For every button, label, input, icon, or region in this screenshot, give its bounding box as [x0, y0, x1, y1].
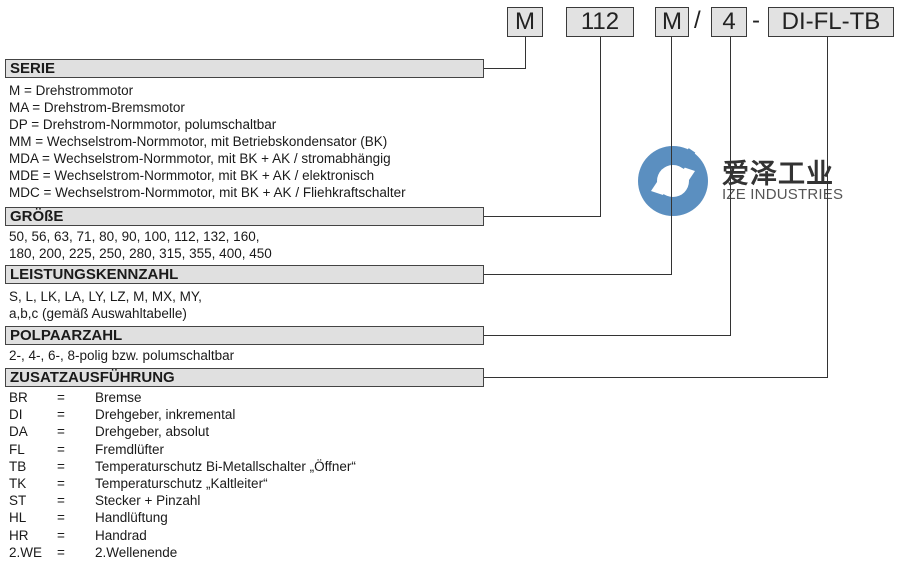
connector-zusatz-h: [484, 377, 828, 379]
code-part-groesse: 112: [566, 7, 634, 37]
option-desc: 2.Wellenende: [95, 544, 178, 560]
option-row: FL = Fremdlüfter: [9, 441, 356, 458]
leistung-list: S, L, LK, LA, LY, LZ, M, MX, MY, a,b,c (…: [9, 288, 202, 322]
option-row: DI = Drehgeber, inkremental: [9, 406, 356, 423]
option-desc: Stecker + Pinzahl: [95, 493, 201, 509]
section-header-zusatz: ZUSATZAUSFÜHRUNG: [5, 368, 484, 387]
connector-serie-h: [484, 68, 526, 70]
option-desc: Temperaturschutz „Kaltleiter“: [95, 475, 268, 491]
option-code: TB: [9, 458, 27, 474]
connector-groesse-v: [600, 37, 602, 217]
list-item: S, L, LK, LA, LY, LZ, M, MX, MY,: [9, 289, 202, 304]
connector-polpaar-h: [484, 335, 731, 337]
option-desc: Handlüftung: [95, 510, 168, 526]
option-row: BR = Bremse: [9, 389, 356, 406]
code-part-polpaar: 4: [711, 7, 747, 37]
option-eq: =: [57, 458, 65, 474]
option-eq: =: [57, 493, 65, 509]
list-item: 2-, 4-, 6-, 8-polig bzw. polumschaltbar: [9, 348, 235, 363]
section-header-polpaar: POLPAARZAHL: [5, 326, 484, 345]
option-eq: =: [57, 544, 65, 560]
option-code: DA: [9, 424, 28, 440]
option-code: FL: [9, 441, 25, 457]
option-desc: Bremse: [95, 390, 142, 405]
code-part-zusatz: DI-FL-TB: [768, 7, 894, 37]
list-item: MDA = Wechselstrom-Normmotor, mit BK + A…: [9, 151, 391, 166]
option-desc: Handrad: [95, 527, 147, 543]
list-item: DP = Drehstrom-Normmotor, polumschaltbar: [9, 117, 277, 132]
list-item: MM = Wechselstrom-Normmotor, mit Betrieb…: [9, 134, 388, 149]
option-code: BR: [9, 390, 28, 405]
code-part-leistung: M: [655, 7, 689, 37]
option-eq: =: [57, 407, 65, 423]
option-code: HL: [9, 510, 27, 526]
list-item: 180, 200, 225, 250, 280, 315, 355, 400, …: [9, 246, 272, 261]
watermark-name-cn: 爱泽工业: [722, 159, 834, 189]
code-separator-slash: /: [694, 7, 701, 34]
option-row: HR = Handrad: [9, 527, 356, 544]
option-code: ST: [9, 493, 27, 509]
option-desc: Fremdlüfter: [95, 441, 165, 457]
option-eq: =: [57, 441, 65, 457]
option-row: ST = Stecker + Pinzahl: [9, 492, 356, 509]
option-desc: Drehgeber, absolut: [95, 424, 210, 440]
option-eq: =: [57, 424, 65, 440]
connector-groesse-h: [484, 216, 601, 218]
list-item: MDC = Wechselstrom-Normmotor, mit BK + A…: [9, 185, 406, 200]
option-eq: =: [57, 475, 65, 491]
connector-polpaar-v: [730, 37, 732, 336]
option-eq: =: [57, 527, 65, 543]
ize-logo-icon: [638, 146, 708, 216]
list-item: MDE = Wechselstrom-Normmotor, mit BK + A…: [9, 168, 375, 183]
section-header-leistung: LEISTUNGSKENNZAHL: [5, 265, 484, 284]
option-row: TK = Temperaturschutz „Kaltleiter“: [9, 475, 356, 492]
connector-leistung-h: [484, 274, 672, 276]
code-part-serie: M: [507, 7, 543, 37]
option-eq: =: [57, 510, 65, 526]
option-row: 2.WE = 2.Wellenende: [9, 544, 356, 561]
list-item: M = Drehstrommotor: [9, 83, 134, 98]
option-row: DA = Drehgeber, absolut: [9, 423, 356, 440]
option-code: HR: [9, 527, 29, 543]
option-desc: Drehgeber, inkremental: [95, 407, 236, 423]
connector-leistung-v: [671, 37, 673, 275]
connector-serie-v: [525, 37, 527, 69]
option-row: TB = Temperaturschutz Bi-Metallschalter „Ö…: [9, 458, 356, 475]
option-code: DI: [9, 407, 23, 423]
watermark-name-en: IZE INDUSTRIES: [722, 186, 844, 203]
option-code: TK: [9, 475, 27, 491]
list-item: MA = Drehstrom-Bremsmotor: [9, 100, 185, 115]
list-item: a,b,c (gemäß Auswahltabelle): [9, 306, 187, 321]
polpaar-list: 2-, 4-, 6-, 8-polig bzw. polumschaltbar: [9, 347, 234, 364]
code-separator-dash: -: [752, 7, 760, 34]
option-eq: =: [57, 390, 65, 405]
option-row: HL = Handlüftung: [9, 509, 356, 526]
option-code: 2.WE: [9, 544, 43, 560]
connector-zusatz-v: [827, 37, 829, 378]
zusatz-options: BR=Bremse DI=Drehgeber, inkremental DA=D…: [9, 389, 356, 561]
list-item: 50, 56, 63, 71, 80, 90, 100, 112, 132, 1…: [9, 229, 260, 244]
serie-list: M = Drehstrommotor MA = Drehstrom-Bremsm…: [9, 82, 406, 201]
option-desc: Temperaturschutz Bi-Metallschalter „Öffn…: [95, 458, 356, 474]
section-header-serie: SERIE: [5, 59, 484, 78]
groesse-list: 50, 56, 63, 71, 80, 90, 100, 112, 132, 1…: [9, 228, 272, 262]
section-header-groesse: GRÖßE: [5, 207, 484, 226]
